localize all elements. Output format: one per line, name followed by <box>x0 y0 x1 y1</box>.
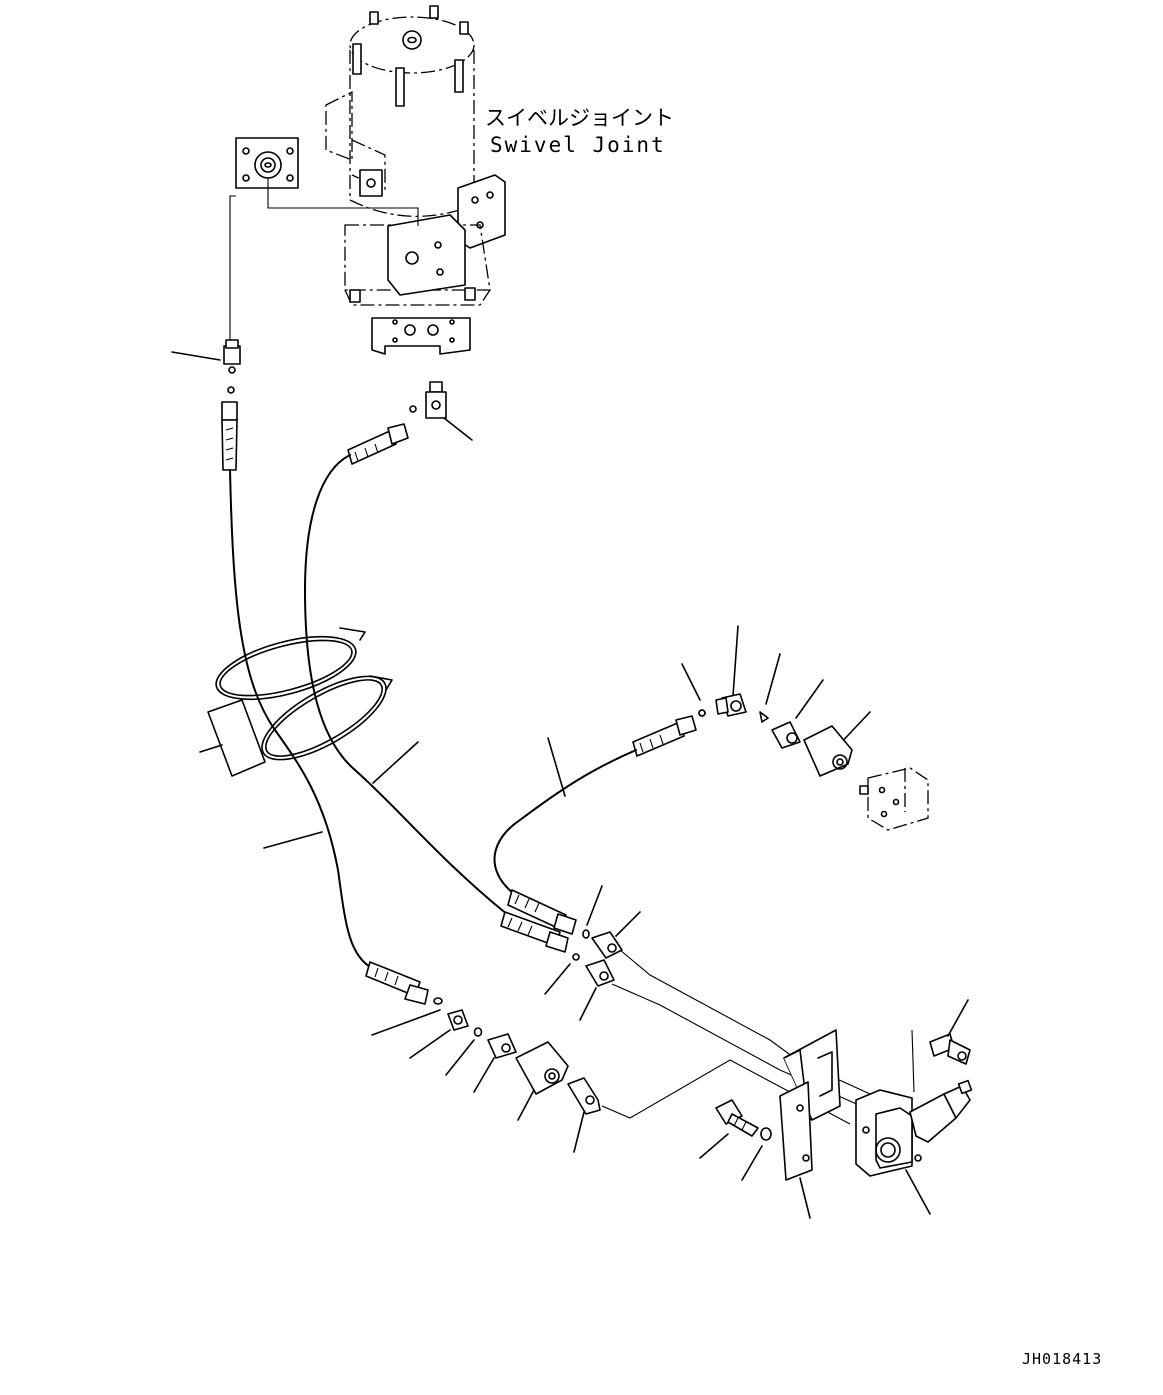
middle-hose <box>303 423 580 995</box>
swivel-joint-label-en: Swivel Joint <box>490 133 666 157</box>
valve-fittings-top-right <box>681 625 871 777</box>
lower-fittings <box>371 911 641 1153</box>
mounting-bracket <box>779 1029 841 1219</box>
left-elbow-fitting <box>171 339 241 394</box>
middle-elbow-fitting <box>409 381 473 441</box>
port-plate-detail <box>229 137 419 345</box>
solenoid-valve <box>855 999 973 1215</box>
control-valve-block <box>859 767 929 831</box>
left-hose <box>221 401 443 1005</box>
hose-clamps <box>199 627 393 777</box>
bracket-bolt <box>699 1099 772 1181</box>
drawing-code: JH018413 <box>1022 1350 1102 1368</box>
swivel-joint <box>325 5 506 355</box>
swivel-joint-label-jp: スイベルジョイント <box>485 106 674 130</box>
upper-right-hose <box>493 709 706 939</box>
